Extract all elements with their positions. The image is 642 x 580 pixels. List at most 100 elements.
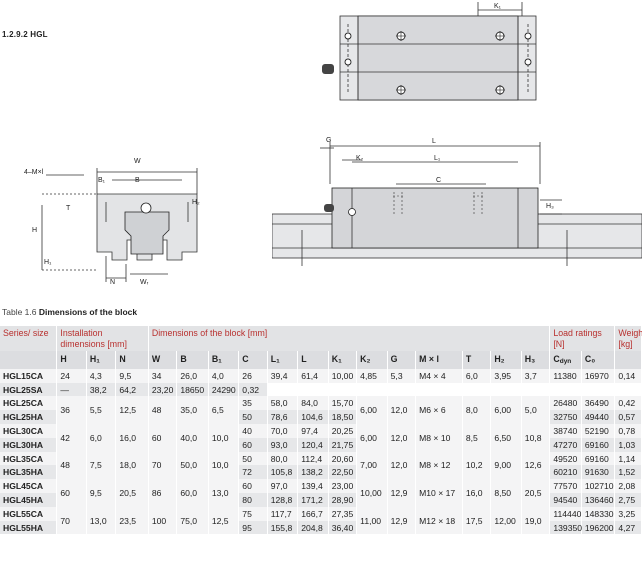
subheader-14: H₂ (490, 351, 522, 369)
cell-k2: 10,00 (356, 479, 388, 507)
caption-title: Dimensions of the block (38, 307, 138, 317)
cell-m: M8 × 12 (415, 451, 463, 480)
dim-mxl-label: 4–M×l (24, 169, 44, 176)
cell-k1: 23,00 (328, 479, 358, 494)
cell-l1: 80,0 (267, 451, 299, 466)
cell-k1: 18,50 (328, 410, 358, 425)
subheader-3: W (148, 351, 178, 369)
cell-l1: 155,8 (267, 520, 299, 535)
cell-cdyn: 11380 (549, 368, 582, 383)
dim-wr-label: Wᵣ (140, 279, 149, 286)
cell-b1: 4,0 (208, 368, 240, 383)
cell-h3: 19,0 (521, 506, 551, 535)
cell-l: 139,4 (297, 479, 329, 494)
cell-h3: 10,8 (521, 424, 551, 452)
cell-l1: 97,0 (267, 479, 299, 494)
dim-c-label: C (436, 177, 441, 184)
header-weight: Weight [kg] (614, 326, 642, 352)
subheader-15: H₃ (521, 351, 551, 369)
cell-c0: 52190 (581, 424, 616, 438)
cell-k1: 27,35 (328, 506, 358, 521)
cell-c: 60 (238, 479, 268, 494)
cell-w: 34 (148, 368, 178, 383)
cell-kg: 4,27 (614, 520, 642, 535)
series-cell: HGL15CA (0, 368, 58, 383)
cell-l1: 39,4 (267, 368, 299, 383)
cell-c0: 69160 (581, 451, 616, 466)
cell-b1: 13,0 (208, 479, 240, 507)
cell-k1: 10,00 (328, 368, 358, 383)
cell-c0: 102710 (581, 479, 616, 494)
dimensions-table-container: Series/ size Installation dimensions [mm… (0, 326, 642, 535)
cell-kg: 1,52 (614, 465, 642, 480)
caption-prefix: Table 1.6 (2, 307, 37, 317)
cell-cdyn: 114440 (549, 506, 582, 521)
series-cell: HGL25CA (0, 396, 58, 411)
dim-h3-label: H₃ (546, 203, 554, 210)
series-cell: HGL55CA (0, 506, 58, 521)
cell-h: 36 (56, 396, 87, 425)
cell-w: 70 (148, 451, 178, 480)
cell-cdyn: 38740 (549, 424, 582, 438)
cell-l1: 105,8 (267, 465, 299, 480)
subheader-1: H₁ (86, 351, 117, 369)
cell-b1: 10,0 (208, 424, 240, 452)
dim-g-label: G (326, 137, 331, 144)
cell-h2: 8,50 (490, 479, 522, 507)
subheader-13: T (462, 351, 492, 369)
cell-c0: 49440 (581, 410, 616, 425)
cell-c0: 36490 (581, 396, 616, 411)
cell-b: 60,0 (176, 479, 209, 507)
cell-cdyn: 94540 (549, 493, 582, 507)
cell-b: 26,0 (176, 368, 209, 383)
cell-l1: 128,8 (267, 493, 299, 507)
cell-t: 8,5 (462, 424, 492, 452)
header-series: Series/ size (0, 326, 58, 352)
cell-h1: 7,5 (86, 451, 117, 480)
cell-c: 50 (238, 451, 268, 466)
subheader-4: B (176, 351, 209, 369)
cell-b: 35,0 (176, 396, 209, 425)
cell-cdyn: 47270 (549, 437, 582, 452)
cell-l: 166,7 (297, 506, 329, 521)
cell-c0: 196200 (581, 520, 616, 535)
cell-kg: 2,75 (614, 493, 642, 507)
cell-c: 72 (238, 465, 268, 480)
cell-c: 80 (238, 493, 268, 507)
dimensions-table: Series/ size Installation dimensions [mm… (0, 326, 642, 535)
dim-b1-label: B₁ (98, 177, 106, 184)
cell-l: 104,6 (297, 410, 329, 425)
cell-kg: 0,14 (614, 368, 642, 383)
cell-cdyn: 18650 (176, 382, 209, 397)
cell-l: 204,8 (297, 520, 329, 535)
cell-k2: 11,00 (356, 506, 388, 535)
cell-k2: 7,00 (356, 451, 388, 480)
cell-k1: 36,40 (328, 520, 358, 535)
cell-m: M6 × 6 (415, 396, 463, 425)
cell-g: 12,0 (387, 451, 417, 480)
section-title: 1.2.9.2 HGL (2, 30, 48, 39)
subheader-7: L₁ (267, 351, 299, 369)
cell-l1: 78,6 (267, 410, 299, 425)
cell-h2: 12,00 (490, 506, 522, 535)
cell-h2: 9,00 (490, 451, 522, 480)
cell-g: 12,9 (387, 506, 417, 535)
cell-h1: 4,3 (86, 368, 117, 383)
cell-h2: 3,95 (490, 368, 522, 383)
cell-t: 16,0 (462, 479, 492, 507)
subheader-9: K₁ (328, 351, 358, 369)
cell-c: — (56, 382, 87, 397)
dim-h2-label: H₂ (192, 199, 200, 206)
cell-cdyn: 26480 (549, 396, 582, 411)
cell-h: 42 (56, 424, 87, 452)
dim-l1-label: L₁ (434, 155, 441, 162)
cell-h: 48 (56, 451, 87, 480)
cell-kg: 1,03 (614, 437, 642, 452)
cell-k1: 23,20 (148, 382, 178, 397)
